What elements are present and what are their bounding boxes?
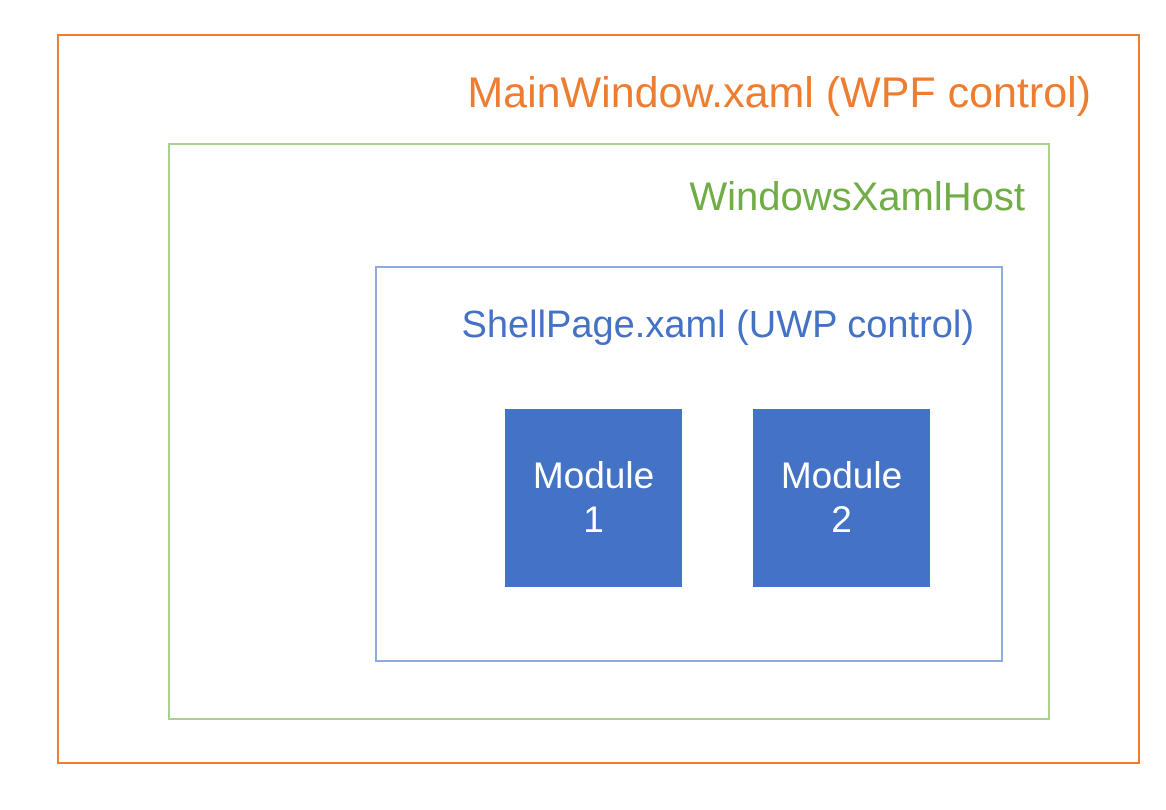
module-name-label: Module <box>780 455 903 497</box>
layer-mainwindow-wpf: MainWindow.xaml (WPF control) WindowsXam… <box>57 34 1140 764</box>
layer-mainwindow-label: MainWindow.xaml (WPF control) <box>467 69 1091 117</box>
module-box: Module 1 <box>505 409 682 587</box>
module-box: Module 2 <box>753 409 930 587</box>
module-name-label: Module <box>532 455 655 497</box>
module-number-label: 2 <box>831 499 852 540</box>
layer-windowsxamlhost-label: WindowsXamlHost <box>689 175 1025 219</box>
layer-shellpage-uwp: ShellPage.xaml (UWP control) Module 1 Mo… <box>375 266 1003 662</box>
layer-windowsxamlhost: WindowsXamlHost ShellPage.xaml (UWP cont… <box>168 143 1050 720</box>
module-number-label: 1 <box>583 499 604 540</box>
layer-shellpage-label: ShellPage.xaml (UWP control) <box>461 304 974 346</box>
